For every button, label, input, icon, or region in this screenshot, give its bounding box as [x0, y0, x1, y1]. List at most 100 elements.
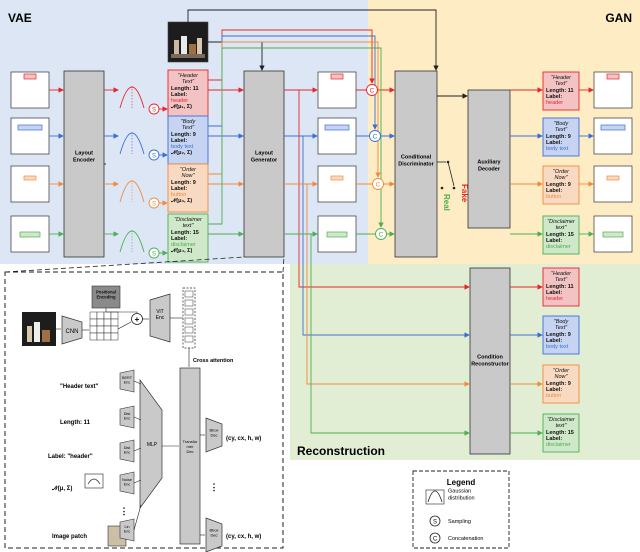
bbox-output-1: (cy, cx, h, w) [226, 436, 261, 442]
svg-text:C: C [373, 134, 378, 141]
rec-condition-text-1: "Header [551, 271, 572, 277]
layout-encoder-block [63, 70, 105, 258]
layout-generator-block [243, 70, 285, 258]
input-layout-panel-2 [10, 117, 50, 155]
vae-condition-text-4: "Disclaimer [174, 217, 203, 223]
rec-condition-label-1: header [546, 296, 563, 302]
legend-sampling-label: Sampling [448, 519, 471, 525]
rec-condition-length-2: Length: 9 [546, 332, 571, 338]
generated-layout-element-2 [324, 124, 350, 131]
vae-condition-length-4: Length: 15 [171, 230, 199, 236]
vae-condition-label-4: disclaimer [171, 242, 196, 248]
concat-icon-1 [366, 84, 378, 96]
rec-condition-text-4: "Disclaimer [547, 417, 576, 423]
vae-condition-length-1: Length: 11 [171, 86, 199, 92]
vae-condition-text-4: text" [183, 223, 195, 229]
svg-text:S: S [152, 154, 156, 160]
vae-condition-label-1: header [171, 98, 188, 104]
output-layout-panel-2 [593, 117, 633, 155]
cnn-label: CNN [66, 329, 79, 335]
generated-layout-element-4 [326, 231, 348, 238]
gan-condition-label-2: body text [546, 146, 569, 152]
gan-condition-length-4: Length: 15 [546, 232, 574, 238]
dots-1: ⋮ [210, 482, 219, 492]
length-input: Length: 11 [60, 420, 91, 426]
bbox-output-2: (cy, cx, h, w) [226, 534, 261, 540]
label-input: Label: "header" [48, 454, 93, 460]
gan-condition-text-4: "Disclaimer [547, 219, 576, 225]
input-layout-element-2 [17, 124, 43, 131]
svg-text:Label:: Label: [546, 436, 562, 442]
svg-text:Label:: Label: [546, 238, 562, 244]
gan-condition-length-3: Length: 9 [546, 182, 571, 188]
sampling-icon [429, 515, 441, 527]
concat-icon-4 [375, 228, 387, 240]
svg-text:Label:: Label: [546, 94, 562, 100]
rec-condition-label-3: button [546, 393, 561, 399]
gan-condition-label-3: button [546, 194, 561, 200]
real-fake-switch: Fake Real [437, 160, 469, 211]
gan-condition-length-2: Length: 9 [546, 134, 571, 140]
vae-condition-dist-4: 𝒩(μ₄, Σ) [170, 248, 192, 254]
dots-2: ⋮ [120, 506, 129, 516]
concat-icon [429, 532, 441, 544]
gan-condition-label-1: header [546, 100, 563, 106]
header-text-input: "Header text" [60, 384, 99, 390]
svg-text:Label:: Label: [171, 236, 187, 242]
vae-condition-length-3: Length: 9 [171, 180, 196, 186]
gan-condition-text-3: "Order [553, 169, 570, 175]
vae-condition-dist-3: 𝒩(μ₃, Σ) [170, 198, 192, 204]
small-encoder-1 [119, 369, 135, 393]
rec-condition-text-2: "Body [554, 319, 570, 325]
rec-condition-length-4: Length: 15 [546, 430, 574, 436]
gan-condition-text-2: Text" [555, 127, 568, 133]
gan-condition-text-1: Text" [555, 81, 568, 87]
vae-condition-text-2: Text" [182, 125, 195, 131]
svg-text:+: + [135, 315, 140, 324]
rec-condition-text-2: Text" [555, 325, 568, 331]
rec-condition-text-3: Now" [555, 374, 569, 380]
svg-text:C: C [433, 537, 438, 543]
vae-condition-dist-1: 𝒩(μ₁, Σ) [170, 104, 192, 110]
auxiliary-decoder-block [467, 89, 511, 229]
concat-icon-3 [372, 178, 384, 190]
generated-layout-panel-3 [317, 165, 357, 203]
small-encoder-4 [119, 471, 135, 495]
vae-condition-label-2: body text [171, 144, 194, 150]
small-encoder-3 [119, 439, 135, 463]
gan-condition-length-1: Length: 11 [546, 88, 574, 94]
input-layout-element-1 [23, 73, 37, 80]
gan-label: GAN [605, 11, 632, 25]
vae-condition-text-3: Now" [182, 173, 196, 179]
rec-condition-label-2: body text [546, 344, 569, 350]
small-encoder-5 [119, 518, 135, 542]
legend-title: Legend [447, 478, 476, 487]
rec-condition-length-1: Length: 11 [546, 284, 574, 290]
svg-text:C: C [376, 182, 381, 189]
legend-concatenation-label: Concatenation [448, 536, 483, 542]
svg-text:C: C [379, 232, 384, 239]
vae-condition-text-2: "Body [181, 119, 197, 125]
rec-condition-text-1: Text" [555, 277, 568, 283]
svg-text:Label:: Label: [546, 188, 562, 194]
gan-condition-text-3: Now" [555, 175, 569, 181]
output-layout-element-3 [606, 175, 620, 181]
